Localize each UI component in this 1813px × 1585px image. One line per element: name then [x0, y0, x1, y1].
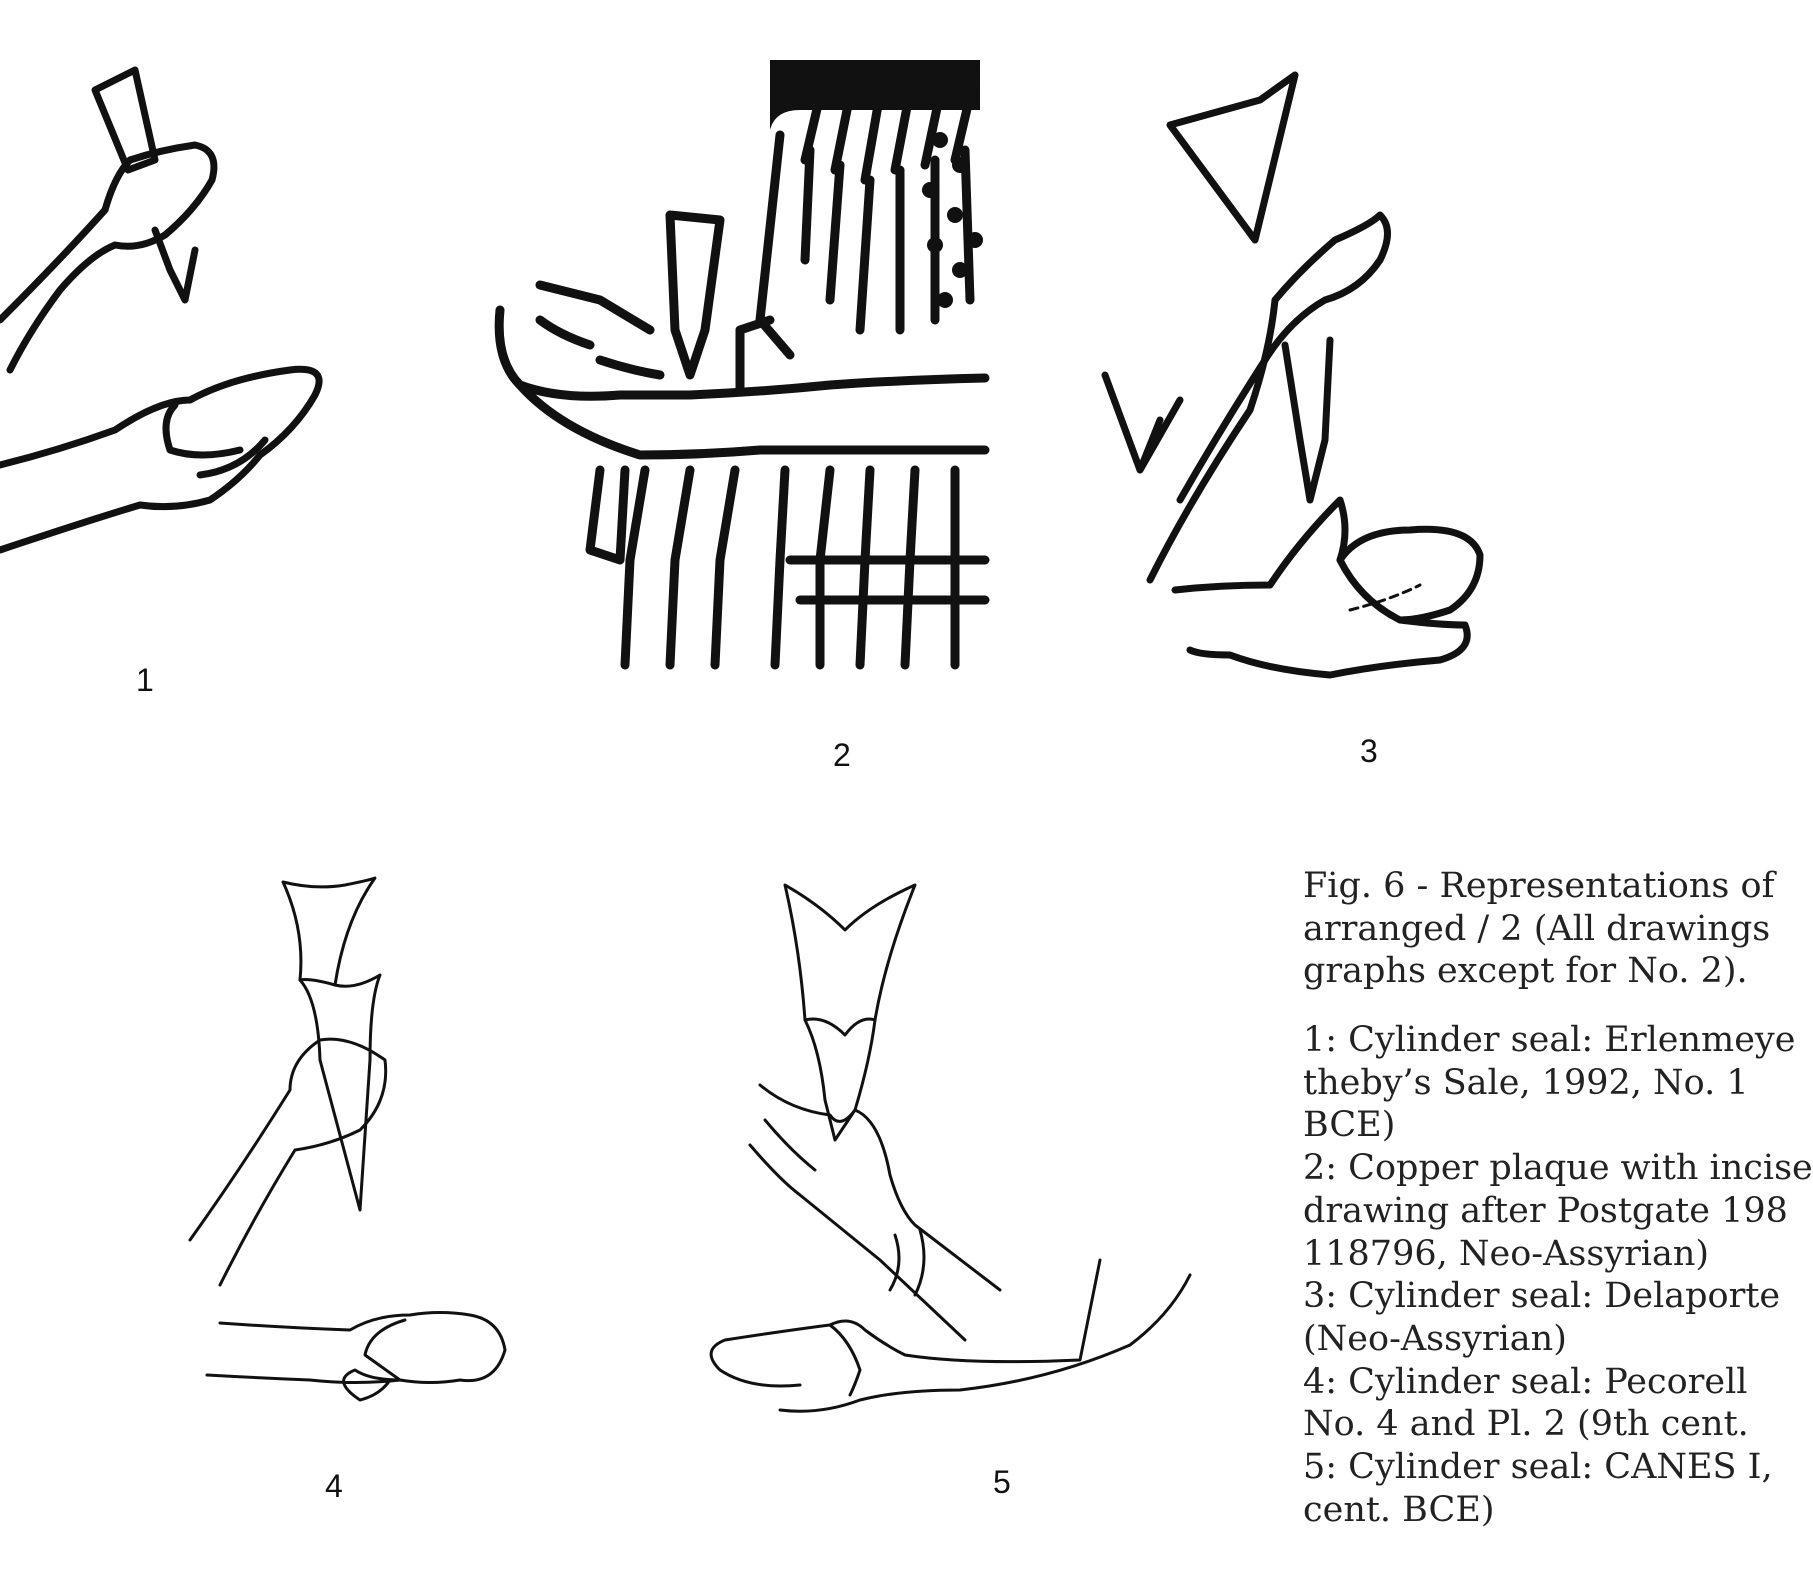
caption-line: 2: Copper plaque with incise	[1303, 1148, 1813, 1189]
caption-title: Fig. 6 - Representations of arranged / 2…	[1303, 865, 1775, 993]
caption-line: 1: Cylinder seal: Erlenmeye	[1303, 1020, 1796, 1061]
caption-entry-4: 4: Cylinder seal: Pecorell No. 4 and Pl.…	[1303, 1361, 1763, 1446]
drawing-label-5: 5	[993, 1464, 1011, 1500]
caption-line: 3: Cylinder seal: Delaporte	[1303, 1276, 1781, 1317]
caption-title-line: graphs except for No. 2).	[1303, 951, 1748, 992]
drawing-3	[1101, 71, 1484, 679]
drawing-4	[188, 876, 507, 1402]
figure-drawings	[0, 60, 1484, 1413]
caption-title-line: Fig. 6 - Representations of	[1303, 866, 1775, 906]
drawing-label-2: 2	[833, 737, 851, 773]
caption-line: BCE)	[1303, 1105, 1396, 1146]
caption-entry-3: 3: Cylinder seal: Delaporte (Neo-Assyria…	[1303, 1275, 1781, 1360]
caption-line: 118796, Neo-Assyrian)	[1303, 1233, 1710, 1274]
caption-line: cent. BCE)	[1303, 1489, 1495, 1530]
figure-caption: Fig. 6 - Representations of arranged / 2…	[1303, 865, 1813, 1531]
caption-entry-5: 5: Cylinder seal: CANES I, cent. BCE)	[1303, 1446, 1773, 1531]
caption-line: 5: Cylinder seal: CANES I,	[1303, 1446, 1773, 1487]
drawing-2	[494, 60, 990, 670]
caption-line: No. 4 and Pl. 2 (9th cent.	[1303, 1404, 1749, 1445]
caption-entry-1: 1: Cylinder seal: Erlenmeye theby’s Sale…	[1303, 1019, 1796, 1147]
drawing-label-3: 3	[1360, 733, 1378, 769]
caption-line: drawing after Postgate 198	[1303, 1190, 1788, 1231]
drawing-label-4: 4	[325, 1468, 343, 1504]
caption-entry-2: 2: Copper plaque with incise drawing aft…	[1303, 1147, 1813, 1275]
drawing-5	[709, 883, 1192, 1413]
caption-title-line: arranged / 2 (All drawings	[1303, 908, 1771, 949]
drawing-1	[0, 66, 323, 554]
caption-line: (Neo-Assyrian)	[1303, 1318, 1567, 1359]
drawing-label-1: 1	[136, 662, 154, 698]
caption-line: 4: Cylinder seal: Pecorell	[1303, 1361, 1748, 1402]
caption-line: theby’s Sale, 1992, No. 1	[1303, 1062, 1749, 1103]
